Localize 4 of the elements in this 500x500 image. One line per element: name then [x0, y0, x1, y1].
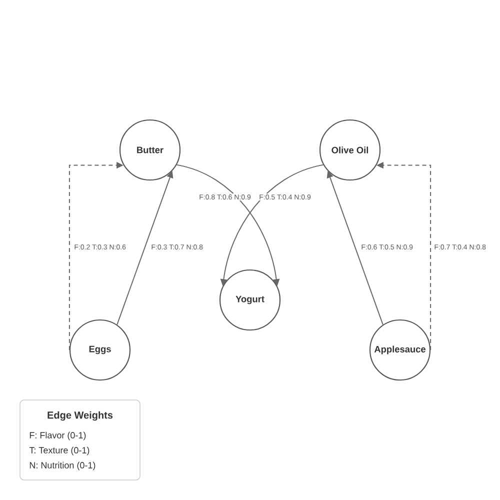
- legend-entry: T: Texture (0-1): [29, 446, 90, 456]
- legend-entry: F: Flavor (0-1): [30, 432, 86, 440]
- legend-entry: N: Nutrition (0-1): [30, 462, 96, 470]
- legend-title: Edge Weights: [48, 411, 113, 421]
